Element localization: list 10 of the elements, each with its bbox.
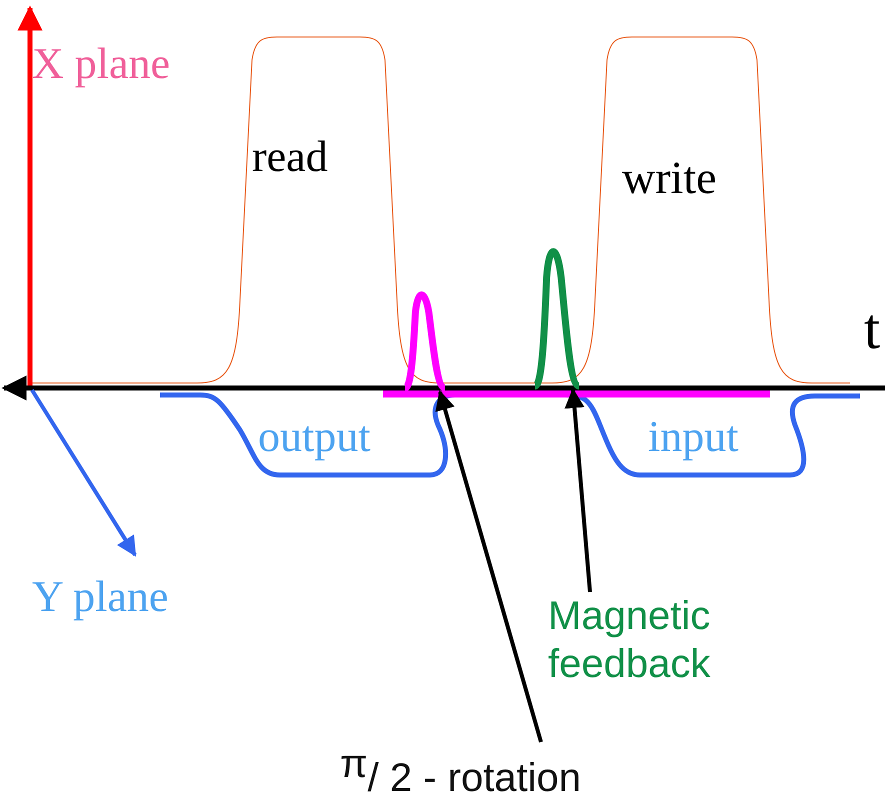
leader-line [435,390,543,743]
axis-label: Y plane [32,575,168,619]
axis-label: X plane [32,42,170,86]
signal-label: input [648,415,738,459]
callout-text: Magnetic feedback [548,593,712,688]
pulse-label: read [252,135,328,179]
axis-label: t [864,300,880,358]
signal-label: output [258,415,370,459]
leader-line [564,388,592,592]
pulse-label: write [622,155,717,201]
